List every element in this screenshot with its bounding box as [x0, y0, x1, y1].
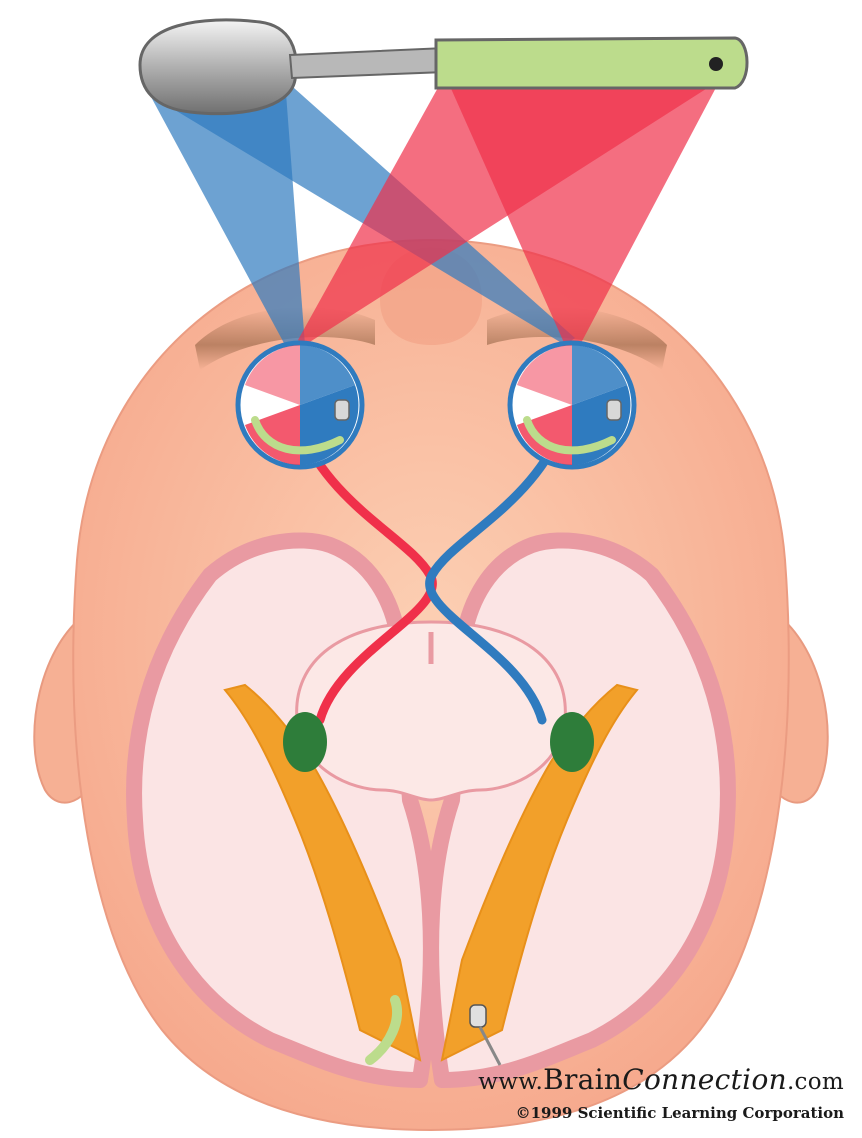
- credit-copyright: ©1999 Scientific Learning Corporation: [516, 1104, 844, 1122]
- left-lgn: [283, 712, 327, 772]
- right-eye: [510, 343, 634, 467]
- right-lgn: [550, 712, 594, 772]
- left-eye: [238, 343, 362, 467]
- credit-url: www.BrainConnection.com: [478, 1063, 844, 1096]
- toothbrush: [436, 38, 747, 88]
